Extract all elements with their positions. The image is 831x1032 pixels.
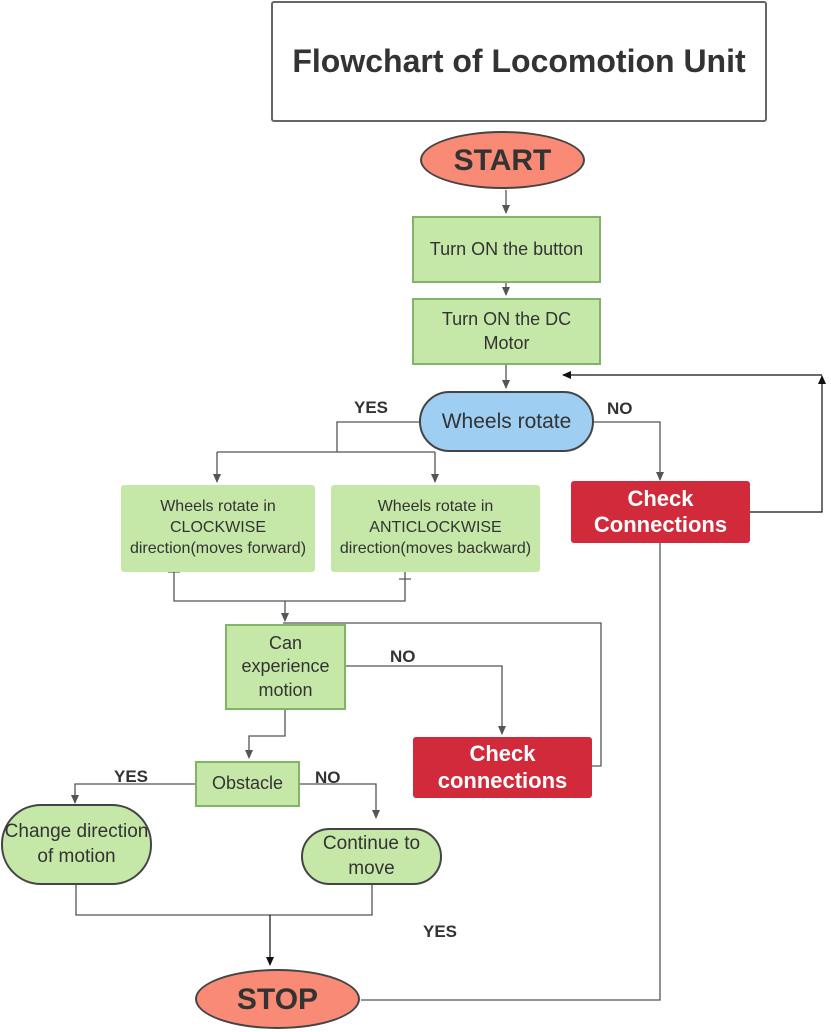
- edge-motion-no: [346, 665, 506, 735]
- can-experience-motion-node: Can experience motion: [225, 624, 346, 710]
- edge-obstacle-yes: [71, 783, 195, 804]
- label-motion-no: NO: [390, 647, 416, 666]
- anticlockwise-node: Wheels rotate in ANTICLOCKWISE direction…: [331, 485, 540, 572]
- check-connections-top-node: Check Connections: [571, 481, 750, 543]
- turn-on-motor-node: Turn ON the DC Motor: [412, 298, 601, 365]
- obstacle-node: Obstacle: [195, 761, 300, 807]
- edge-change-down: [75, 885, 373, 916]
- label-obstacle-yes: YES: [114, 767, 149, 786]
- edge-wheels-no: [594, 421, 664, 481]
- edge-check-top-to-stop: [361, 543, 661, 1001]
- continue-to-move-node: Continue to move: [301, 828, 442, 885]
- check-connections-mid-node: Check connections: [413, 737, 592, 798]
- label-wheels-yes: YES: [354, 398, 389, 417]
- edge-obstacle-no: [300, 783, 380, 819]
- edge-anticlockwise-down: [285, 572, 406, 602]
- edge-clockwise-down: [173, 572, 285, 602]
- stop-node: STOP: [195, 969, 360, 1029]
- flowchart-title: Flowchart of Locomotion Unit: [271, 1, 767, 122]
- label-bottom-yes: YES: [423, 922, 458, 941]
- change-direction-node: Change direction of motion: [1, 804, 152, 885]
- edge-check-mid-loop: [283, 622, 602, 767]
- start-node: START: [420, 131, 585, 189]
- turn-on-button-node: Turn ON the button: [412, 216, 601, 283]
- clockwise-node: Wheels rotate in CLOCKWISE direction(mov…: [121, 485, 315, 572]
- edge-check-top-loop: [750, 375, 826, 513]
- edge-motion-to-obstacle: [245, 710, 286, 759]
- edge-wheels-yes: [336, 421, 419, 452]
- wheels-rotate-node: Wheels rotate: [419, 391, 594, 452]
- label-wheels-no: NO: [607, 399, 633, 418]
- label-obstacle-no: NO: [315, 768, 341, 787]
